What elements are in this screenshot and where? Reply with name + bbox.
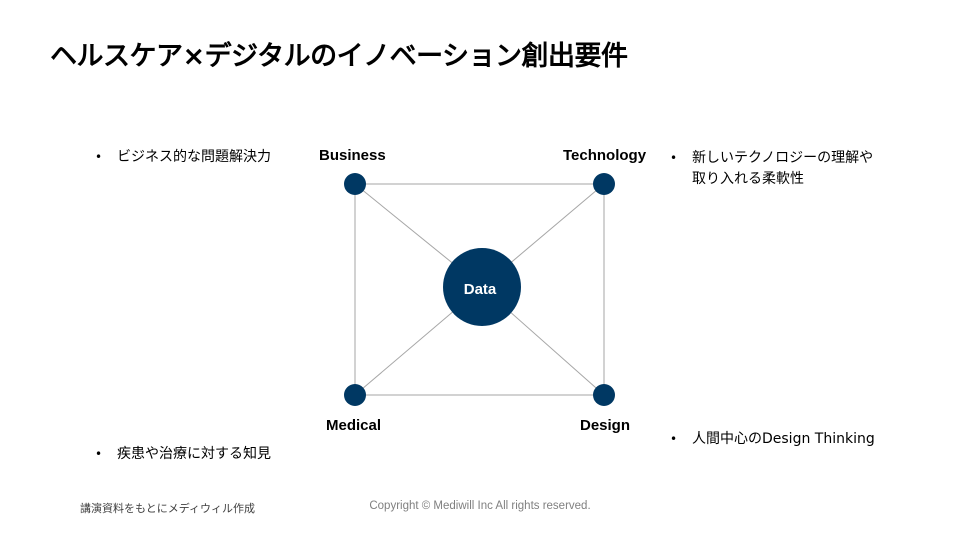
bullet-text-design: 人間中心のDesign Thinking bbox=[692, 431, 875, 447]
bullet-text-business: ビジネス的な問題解決力 bbox=[117, 149, 271, 165]
node-design bbox=[593, 384, 615, 406]
bullet-medical: • 疾患や治療に対する知見 bbox=[95, 444, 271, 465]
bullet-design: • 人間中心のDesign Thinking bbox=[670, 429, 875, 450]
node-label-technology: Technology bbox=[563, 147, 647, 164]
node-business bbox=[344, 173, 366, 195]
bullet-business: • ビジネス的な問題解決力 bbox=[95, 147, 271, 168]
bullet-marker: • bbox=[95, 447, 103, 461]
bullet-technology: • 新しいテクノロジーの理解や 取り入れる柔軟性 bbox=[670, 148, 873, 190]
node-technology bbox=[593, 173, 615, 195]
node-data-label: Data bbox=[464, 281, 497, 298]
node-label-design: Design bbox=[580, 417, 631, 434]
bullet-text-technology: 新しいテクノロジーの理解や 取り入れる柔軟性 bbox=[692, 150, 874, 187]
node-data bbox=[443, 248, 521, 326]
page-title: ヘルスケア×デジタルのイノベーション創出要件 bbox=[50, 41, 628, 72]
node-label-business: Business bbox=[319, 147, 386, 164]
bullet-marker: • bbox=[670, 432, 678, 446]
diagram-nodes bbox=[344, 173, 615, 406]
footer-source-note: 講演資料をもとにメディウィル作成 bbox=[80, 502, 256, 515]
node-medical bbox=[344, 384, 366, 406]
footer-copyright: Copyright © Mediwill Inc All rights rese… bbox=[369, 500, 591, 512]
bullet-text-medical: 疾患や治療に対する知見 bbox=[117, 446, 271, 462]
node-label-medical: Medical bbox=[326, 417, 382, 434]
bullet-marker: • bbox=[670, 151, 678, 165]
bullet-marker: • bbox=[95, 150, 103, 164]
